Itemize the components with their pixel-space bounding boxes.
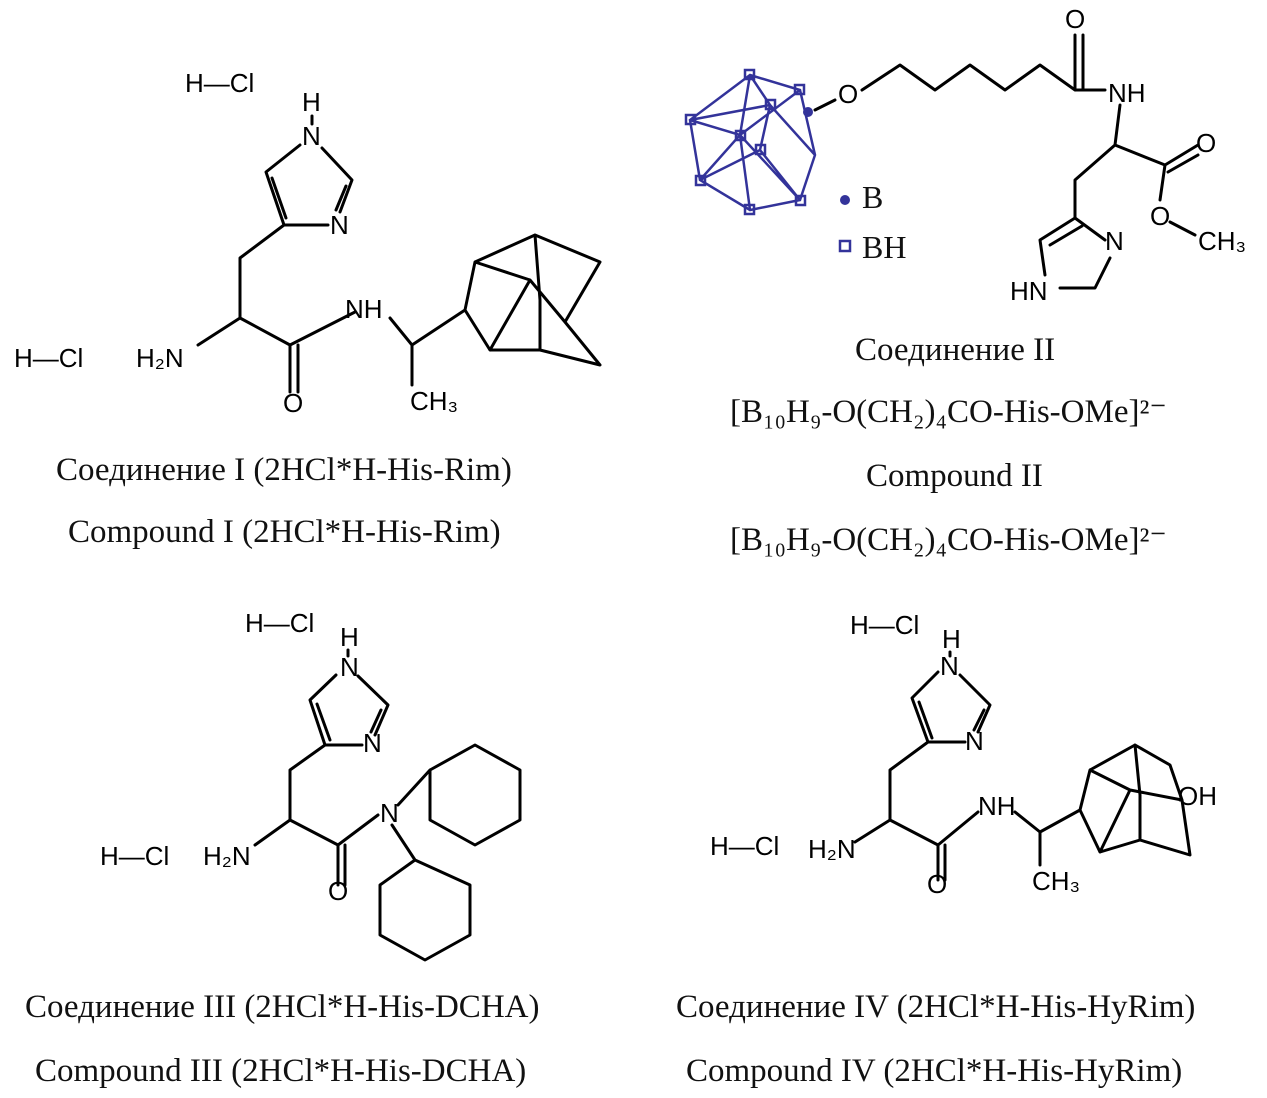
compound-1-caption-en: Compound I (2HCl*H-His-Rim) (68, 514, 501, 550)
atom-n: N (965, 726, 984, 756)
atom-o: O (1150, 201, 1170, 231)
atom-nh: NH (345, 294, 383, 324)
compound-1-caption-ru: Соединение I (2HCl*H-His-Rim) (56, 452, 512, 488)
boron-cluster-icon (684, 68, 817, 216)
atom-n: N (363, 728, 382, 758)
atom-n: N (330, 210, 349, 240)
hcl-left: H—Cl (14, 343, 83, 373)
atom-hn: HN (1010, 276, 1048, 306)
compound-1-structure: H—Cl H—Cl H N N H₂N NH O CH₃ (14, 68, 602, 418)
compound-2-caption-ru: Соединение II (855, 332, 1055, 368)
atom-o: O (328, 876, 348, 906)
atom-n: N (302, 121, 321, 151)
atom-n: N (340, 652, 359, 682)
atom-h2n: H₂N (203, 841, 251, 871)
atom-n: N (940, 651, 959, 681)
hcl-left: H—Cl (100, 841, 169, 871)
compound-4-caption-en: Compound IV (2HCl*H-His-HyRim) (686, 1053, 1182, 1089)
legend-b: B (862, 179, 883, 215)
compound-2-structure: B BH O O NH O O CH₃ HN N (684, 4, 1246, 306)
atom-n: N (1105, 226, 1124, 256)
atom-h2n: H₂N (136, 343, 184, 373)
atom-nh: NH (978, 791, 1016, 821)
compound-4-caption-ru: Соединение IV (2HCl*H-His-HyRim) (676, 989, 1195, 1025)
atom-o: O (1196, 128, 1216, 158)
atom-nh: NH (1108, 78, 1146, 108)
atom-h2n: H₂N (808, 834, 856, 864)
atom-ch3: CH₃ (410, 386, 458, 416)
bh-legend-icon (838, 239, 852, 253)
legend-bh: BH (862, 229, 906, 265)
atom-ch3: CH₃ (1032, 866, 1080, 896)
compound-3-caption-en: Compound III (2HCl*H-His-DCHA) (35, 1053, 526, 1089)
hcl-top: H—Cl (245, 608, 314, 638)
boron-legend-icon (840, 195, 850, 205)
compound-2-caption-en: Compound II (866, 458, 1043, 494)
compound-3-structure: H—Cl H—Cl H N N H₂N N O (100, 608, 522, 962)
atom-h: H (942, 624, 961, 654)
atom-o: O (1065, 4, 1085, 34)
atom-oh: OH (1178, 781, 1217, 811)
hcl-top: H—Cl (850, 610, 919, 640)
hcl-top: H—Cl (185, 68, 254, 98)
atom-n: N (380, 798, 399, 828)
compound-2-formula-en: [B₁₀H₉-O(CH₂)₄CO-His-OMe]²⁻ (730, 522, 1167, 558)
compound-3-caption-ru: Соединение III (2HCl*H-His-DCHA) (25, 989, 539, 1025)
atom-ch3: CH₃ (1198, 226, 1246, 256)
hcl-left: H—Cl (710, 831, 779, 861)
compound-2-formula-ru: [B₁₀H₉-O(CH₂)₄CO-His-OMe]²⁻ (730, 394, 1167, 430)
atom-o: O (927, 869, 947, 899)
atom-o: O (283, 388, 303, 418)
compound-4-structure: H—Cl H—Cl H N N H₂N NH O CH₃ OH (710, 610, 1217, 899)
atom-h: H (340, 622, 359, 652)
atom-o: O (838, 79, 858, 109)
atom-h: H (302, 87, 321, 117)
